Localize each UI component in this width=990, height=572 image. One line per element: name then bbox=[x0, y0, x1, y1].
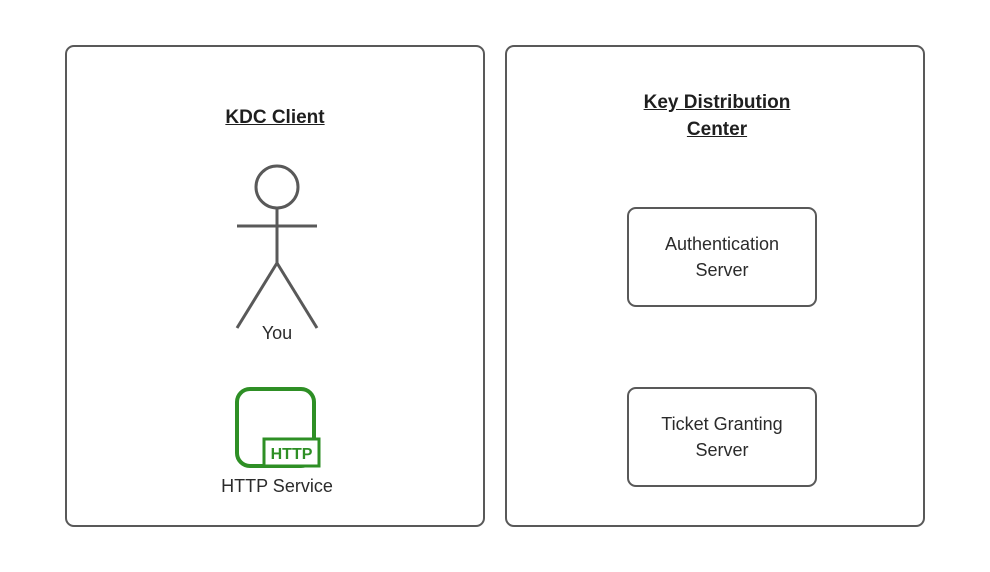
key-distribution-center-panel: Key Distribution Center Authentication S… bbox=[505, 45, 925, 527]
http-service-label: HTTP Service bbox=[221, 476, 333, 496]
actor-icon bbox=[235, 164, 319, 329]
http-badge-label: HTTP bbox=[271, 446, 313, 463]
server-node-label: Authentication Server bbox=[664, 234, 780, 280]
kdc-client-panel: KDC Client You HTTP HTTP Service bbox=[65, 45, 485, 527]
http-badge bbox=[262, 437, 321, 468]
actor-head bbox=[254, 164, 300, 210]
actor-left-leg bbox=[235, 262, 279, 329]
ticket-granting-server-node: Ticket Granting Server bbox=[627, 387, 817, 487]
kdc-client-title: KDC Client bbox=[225, 107, 325, 128]
actor-right-leg bbox=[275, 262, 319, 329]
key-distribution-center-title: Key Distribution Center bbox=[643, 92, 791, 140]
server-node-label: Ticket Granting Server bbox=[661, 414, 783, 460]
http-service-icon: HTTP bbox=[235, 387, 321, 468]
actor-label: You bbox=[261, 323, 293, 343]
authentication-server-node: Authentication Server bbox=[627, 207, 817, 307]
